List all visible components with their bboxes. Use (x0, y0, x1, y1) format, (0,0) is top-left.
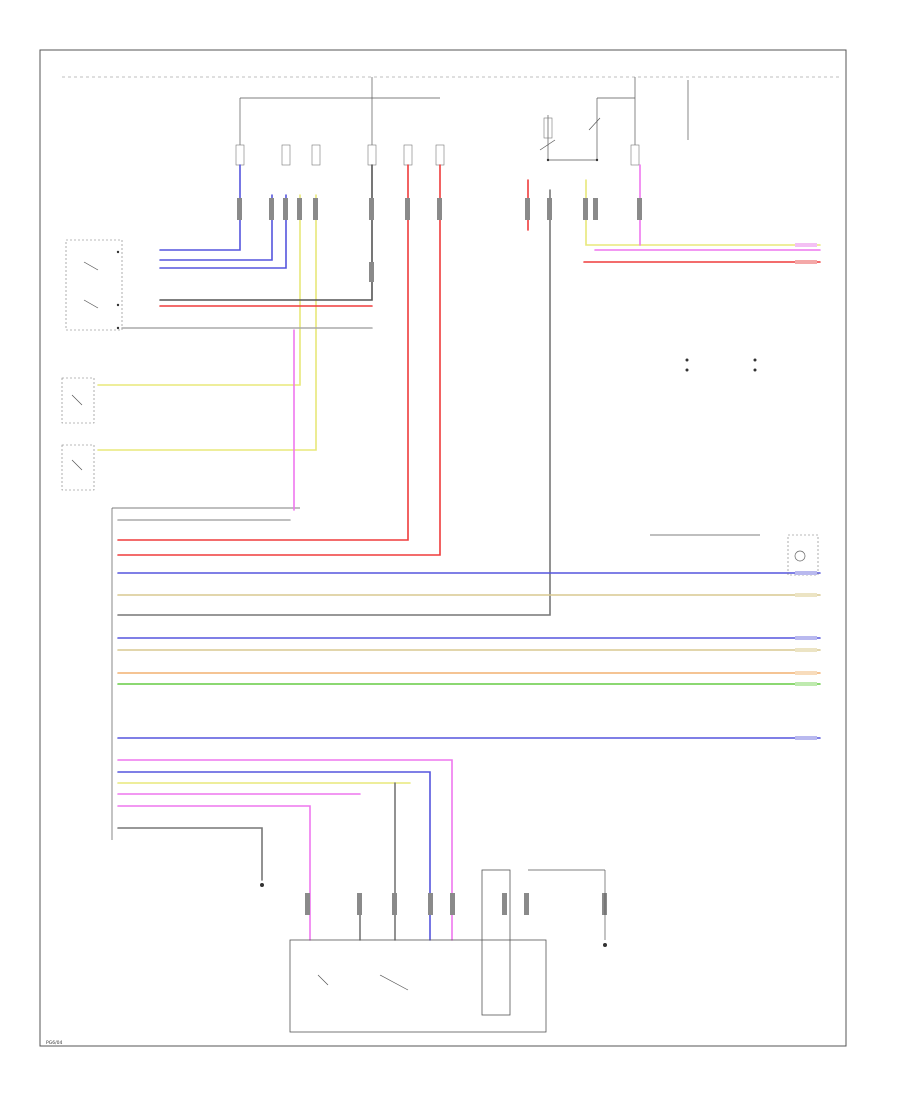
edge-connectors (795, 243, 817, 740)
wire-h-blue-4 (117, 771, 431, 941)
wire-yellow-3 (585, 179, 821, 246)
relay-top (539, 117, 601, 162)
wire-black-2 (117, 189, 551, 616)
headlamp-switch (260, 869, 607, 1033)
diagram-border (39, 49, 847, 1047)
wire-yellow-1 (97, 194, 301, 386)
fuse-block (235, 117, 640, 166)
vertical-wires (97, 164, 821, 616)
horizontal-wires (117, 519, 821, 941)
wire-blue-1 (159, 164, 241, 251)
info-block-right (685, 358, 757, 372)
wire-red-2 (117, 164, 441, 556)
headlamp-relay (65, 239, 123, 331)
power-feeds (239, 77, 689, 161)
connector-pins (237, 198, 642, 282)
wire-red-1 (117, 164, 409, 541)
wire-black-1 (159, 164, 373, 301)
wire-h-pink-1 (117, 759, 453, 941)
wire-h-gray-2 (117, 827, 263, 881)
wire-yellow-2 (97, 194, 317, 451)
sensor-connector (650, 534, 819, 576)
wire-h-pink-3 (117, 805, 311, 941)
footer-code: PG6/04 (46, 1040, 62, 1046)
wire-blue-3 (159, 194, 287, 269)
side-marker-lamps (61, 377, 95, 491)
body-control-module (111, 507, 300, 840)
